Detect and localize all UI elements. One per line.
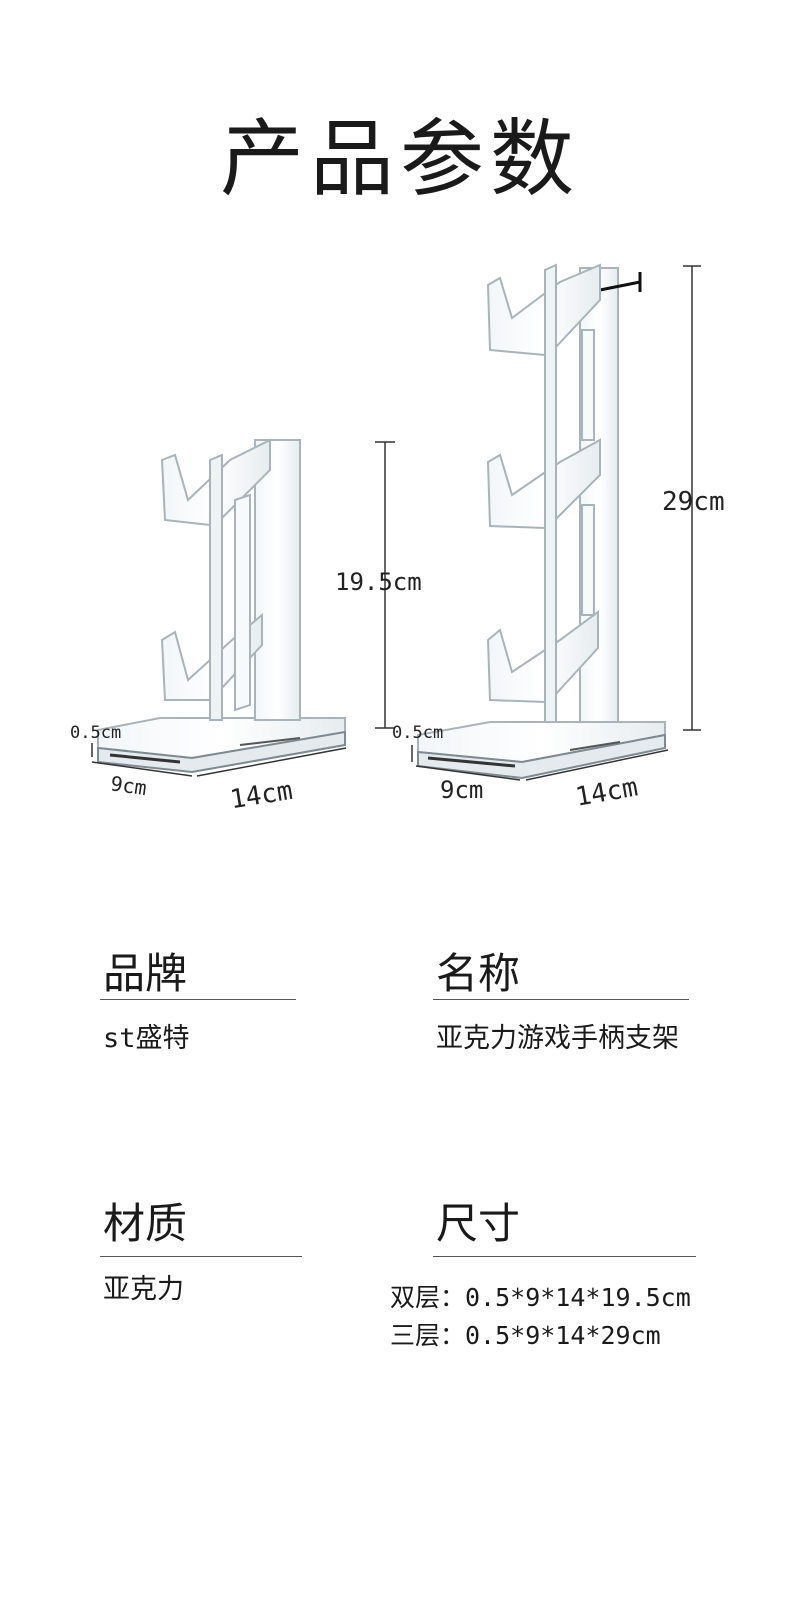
three-tier-stand <box>417 263 666 780</box>
size-triple-tier: 三层：0.5*9*14*29cm <box>390 1321 661 1350</box>
brand-label: 品牌 <box>103 949 188 998</box>
two-tier-width-label: 14cm <box>228 776 295 815</box>
name-label: 名称 <box>436 949 521 998</box>
two-tier-back-panel <box>254 439 301 721</box>
size-double-tier: 双层：0.5*9*14*19.5cm <box>390 1283 691 1312</box>
three-tier-depth-label: 9cm <box>440 776 483 804</box>
size-label: 尺寸 <box>436 1199 521 1248</box>
three-tier-width-label: 14cm <box>573 772 640 812</box>
two-tier-thickness-label: 0.5cm <box>70 723 121 743</box>
material-value: 亚克力 <box>103 1274 184 1305</box>
three-tier-thickness-label: 0.5cm <box>392 723 443 743</box>
two-tier-stand <box>97 438 346 774</box>
size-divider <box>433 1256 696 1257</box>
material-divider <box>100 1256 302 1257</box>
two-tier-depth-label: 9cm <box>109 771 148 800</box>
three-tier-height-label: 29cm <box>662 487 725 517</box>
two-tier-height-label: 19.5cm <box>335 568 422 596</box>
name-divider <box>433 999 689 1000</box>
brand-divider <box>100 999 296 1000</box>
three-tier-lower-holder <box>486 610 599 704</box>
material-label: 材质 <box>103 1199 188 1248</box>
page-title: 产品参数 <box>219 110 580 208</box>
name-value: 亚克力游戏手柄支架 <box>436 1023 679 1054</box>
product-dimension-illustration: 19.5cm 0.5cm 9cm 14cm 29cm 0.5cm 9cm 14c… <box>70 263 725 815</box>
brand-value: st盛特 <box>103 1023 190 1054</box>
